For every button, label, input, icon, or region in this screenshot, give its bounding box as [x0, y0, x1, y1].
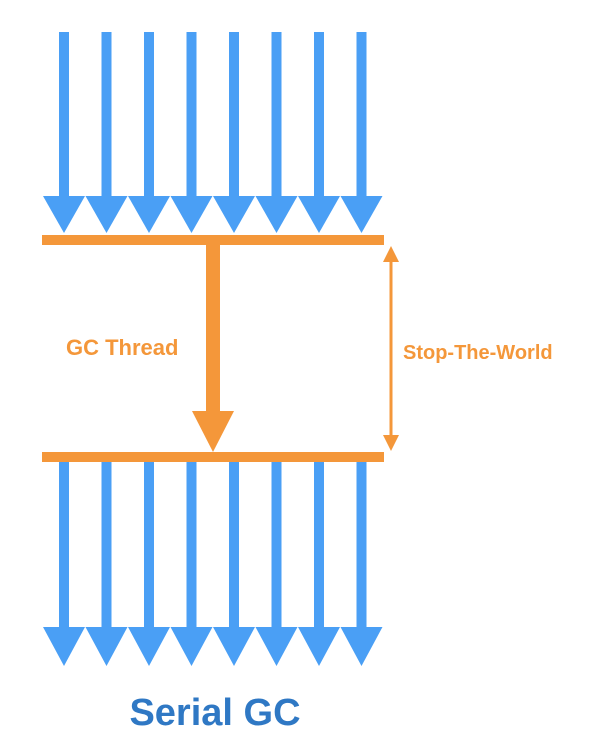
stop-the-world-span-arrow [383, 246, 399, 451]
thread-arrow-bottom [255, 462, 298, 666]
application-threads-before [43, 32, 383, 233]
thread-arrow-top [43, 32, 85, 233]
thread-arrow-head [43, 196, 85, 233]
thread-arrow-head [85, 196, 128, 233]
thread-arrow-head [85, 627, 128, 666]
gc-thread-label: GC Thread [66, 335, 178, 360]
thread-arrow-head [298, 196, 340, 233]
safepoint-line-bottom [42, 452, 384, 462]
thread-arrow-top [255, 32, 298, 233]
thread-arrow-shaft [229, 32, 239, 198]
thread-arrow-shaft [271, 32, 282, 198]
thread-arrow-head [255, 627, 298, 666]
thread-arrow-shaft [59, 462, 69, 629]
thread-arrow-bottom [170, 462, 213, 666]
thread-arrow-shaft [186, 462, 197, 629]
thread-arrow-shaft [144, 462, 154, 629]
thread-arrow-head [255, 196, 298, 233]
thread-arrow-bottom [43, 462, 85, 666]
thread-arrow-top [298, 32, 340, 233]
thread-arrow-head [213, 627, 255, 666]
thread-arrow-top [128, 32, 170, 233]
thread-arrow-bottom [340, 462, 383, 666]
thread-arrow-shaft [271, 462, 282, 629]
thread-arrow-shaft [229, 462, 239, 629]
thread-arrow-shaft [356, 462, 367, 629]
thread-arrow-head [213, 196, 255, 233]
thread-arrow-shaft [314, 462, 324, 629]
thread-arrow-head [340, 627, 383, 666]
thread-arrow-top [340, 32, 383, 233]
thread-arrow-head [340, 196, 383, 233]
thread-arrow-shaft [356, 32, 367, 198]
application-threads-after [43, 462, 383, 666]
thread-arrow-shaft [101, 462, 112, 629]
thread-arrow-bottom [213, 462, 255, 666]
thread-arrow-head [170, 196, 213, 233]
thread-arrow-shaft [59, 32, 69, 198]
thread-arrow-shaft [144, 32, 154, 198]
thread-arrow-head [128, 627, 170, 666]
thread-arrow-head [43, 627, 85, 666]
thread-arrow-head [128, 196, 170, 233]
thread-arrow-top [170, 32, 213, 233]
thread-arrow-top [85, 32, 128, 233]
thread-arrow-head [298, 627, 340, 666]
thread-arrow-top [213, 32, 255, 233]
thread-arrow-bottom [85, 462, 128, 666]
thread-arrow-head [170, 627, 213, 666]
thread-arrow-bottom [298, 462, 340, 666]
gc-thread-arrow [192, 245, 234, 452]
diagram-title: Serial GC [129, 692, 300, 734]
thread-arrow-shaft [314, 32, 324, 198]
thread-arrow-bottom [128, 462, 170, 666]
thread-arrow-shaft [101, 32, 112, 198]
safepoint-line-top [42, 235, 384, 245]
stop-the-world-label: Stop-The-World [403, 342, 553, 364]
thread-arrow-shaft [186, 32, 197, 198]
